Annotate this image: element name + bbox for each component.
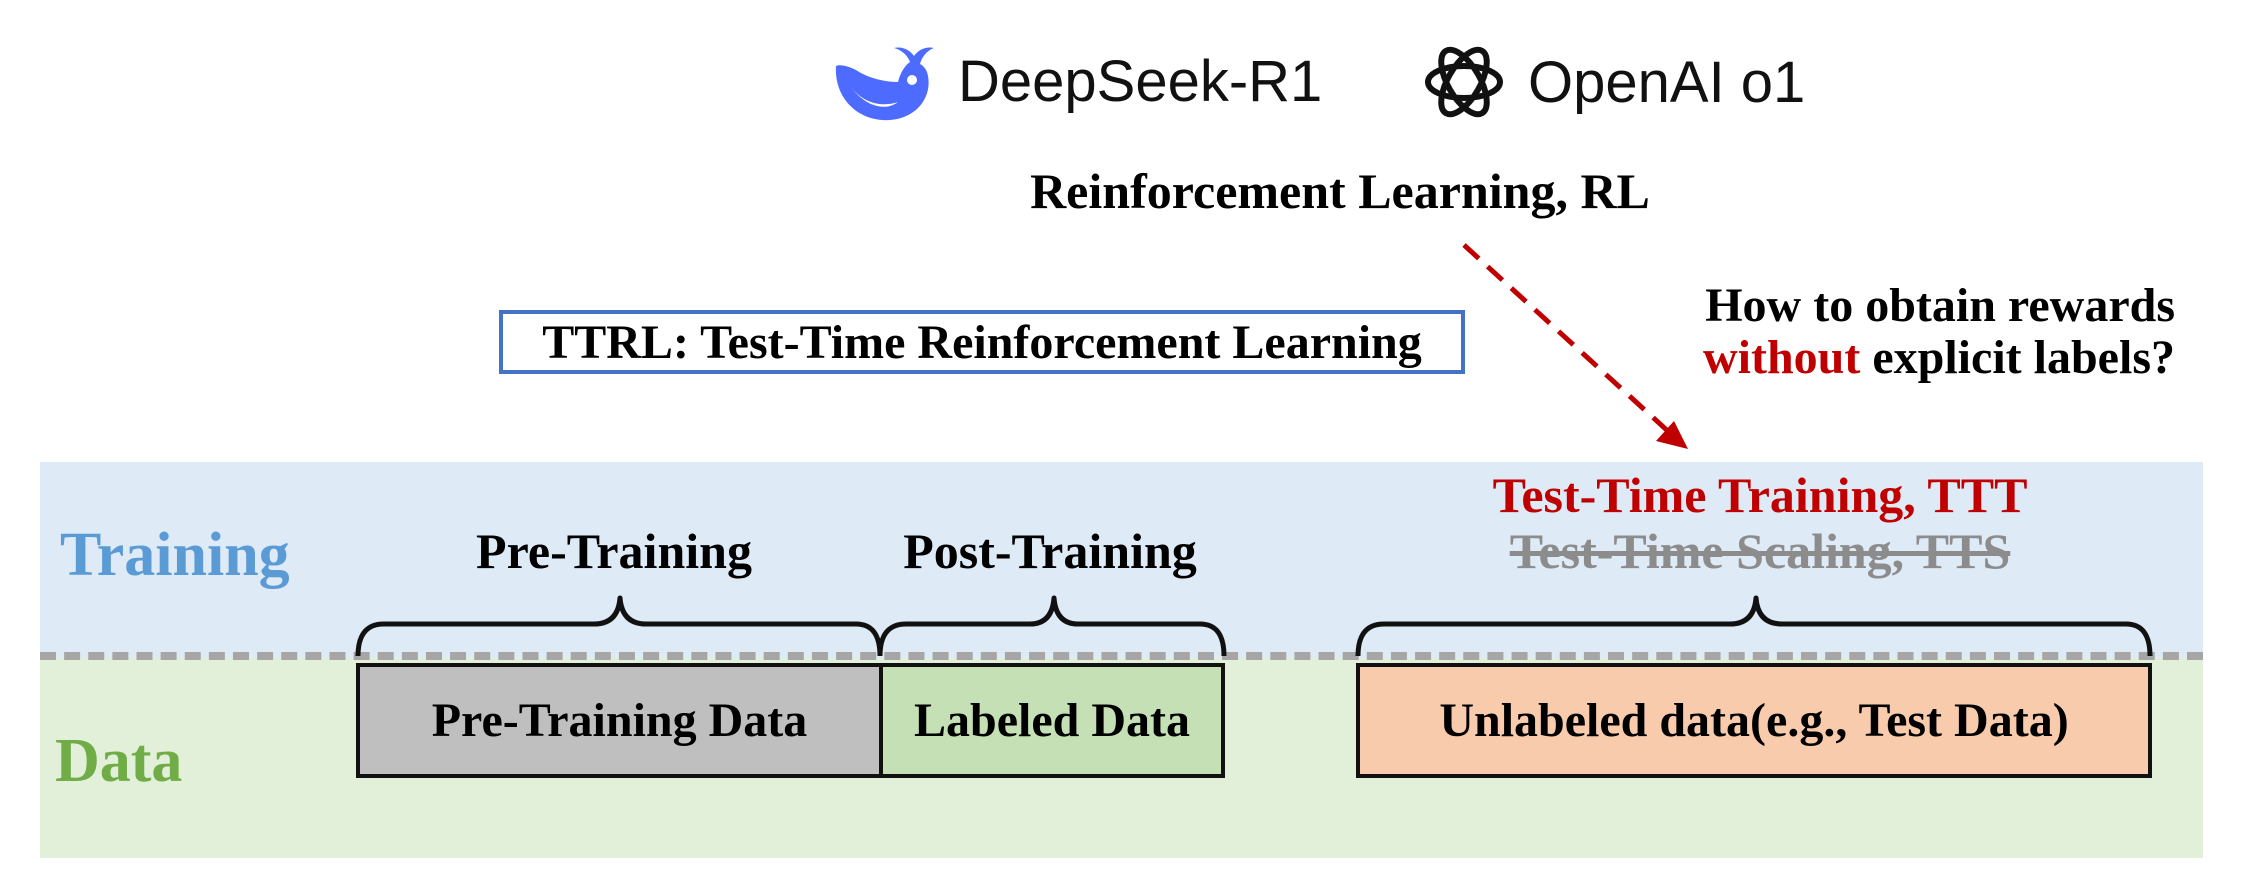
training-row-label: Training (60, 521, 290, 589)
question-line-1: How to obtain rewards (1705, 279, 2175, 332)
deepseek-name: DeepSeek-R1 (958, 48, 1323, 114)
openai-logo: OpenAI o1 (1420, 38, 1805, 126)
ttrl-title-box: TTRL: Test-Time Reinforcement Learning (499, 310, 1465, 374)
pre-training-data-box: Pre-Training Data (356, 663, 883, 778)
labeled-data-box: Labeled Data (879, 663, 1225, 778)
question-line-2-rest: explicit labels? (1860, 331, 2175, 384)
stage-braces (355, 595, 2153, 657)
pre-training-brace (355, 595, 883, 657)
rl-to-ttt-arrow (1462, 243, 1688, 449)
unlabeled-data-box: Unlabeled data(e.g., Test Data) (1356, 663, 2152, 778)
question-highlight: without (1702, 331, 1861, 384)
post-training-brace (877, 595, 1227, 657)
openai-knot-icon (1425, 46, 1503, 118)
rl-title: Reinforcement Learning, RL (1030, 163, 1650, 219)
whale-icon (835, 47, 934, 121)
deepseek-logo: DeepSeek-R1 (828, 36, 1322, 126)
pre-training-label: Pre-Training (476, 523, 752, 579)
data-row-label: Data (55, 727, 183, 795)
ttt-brace (1355, 595, 2153, 657)
post-training-label: Post-Training (903, 523, 1197, 579)
ttt-label: Test-Time Training, TTT (1492, 467, 2028, 523)
openai-name: OpenAI o1 (1528, 49, 1806, 115)
reward-question: How to obtain rewards without explicit l… (1560, 280, 2175, 384)
question-line-2: without explicit labels? (1560, 332, 2175, 384)
tts-struck-label: Test-Time Scaling, TTS (1509, 523, 2011, 579)
band-divider (40, 652, 2203, 660)
